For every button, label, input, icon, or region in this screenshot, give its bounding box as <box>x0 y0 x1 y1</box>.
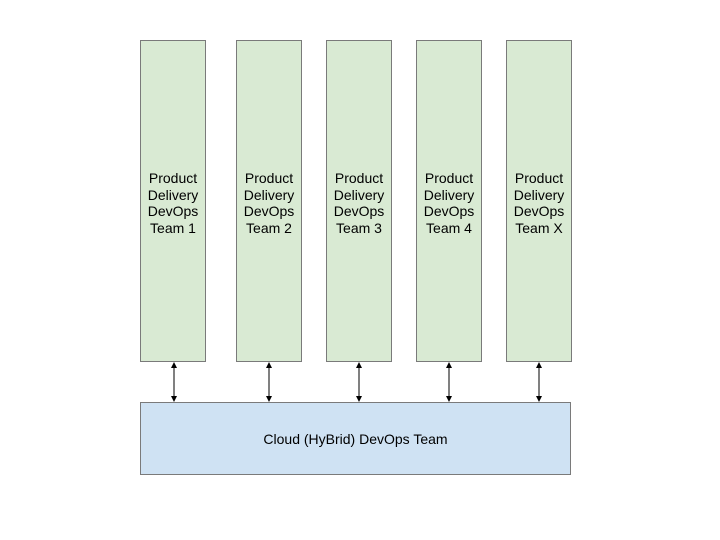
cloud-devops-team-box: Cloud (HyBrid) DevOps Team <box>140 402 571 475</box>
team-3-label: Product Delivery DevOps Team 3 <box>333 170 385 236</box>
team-x-box: Product Delivery DevOps Team X <box>506 40 572 362</box>
team-1-box: Product Delivery DevOps Team 1 <box>140 40 206 362</box>
cloud-devops-team-label: Cloud (HyBrid) DevOps Team <box>263 430 448 447</box>
team-1-label: Product Delivery DevOps Team 1 <box>147 170 199 236</box>
team-2-label: Product Delivery DevOps Team 2 <box>243 170 295 236</box>
team-4-box: Product Delivery DevOps Team 4 <box>416 40 482 362</box>
team-2-box: Product Delivery DevOps Team 2 <box>236 40 302 362</box>
team-x-label: Product Delivery DevOps Team X <box>513 170 565 236</box>
team-4-label: Product Delivery DevOps Team 4 <box>423 170 475 236</box>
team-3-box: Product Delivery DevOps Team 3 <box>326 40 392 362</box>
